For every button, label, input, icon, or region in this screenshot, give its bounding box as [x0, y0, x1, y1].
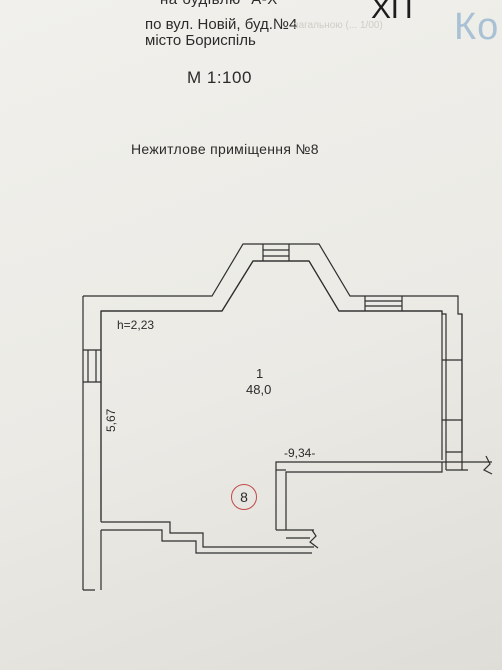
stamp-text: Ко [454, 6, 500, 48]
scale-label: М 1:100 [187, 68, 252, 87]
unit-number-badge: 8 [231, 484, 257, 510]
left-window [83, 349, 101, 383]
bottom-wall [101, 521, 314, 554]
address-street: по вул. Новій, буд.№4 [145, 16, 298, 33]
right-wall [441, 311, 463, 470]
break-line-bottom [309, 529, 319, 549]
ceiling-height-label: h=2,23 [117, 318, 155, 332]
bleed-through-text: ХП [371, 0, 413, 25]
header-cut-line: на будівлю "А-Х" [160, 0, 284, 8]
room-number: 1 [256, 366, 264, 381]
lower-partition [275, 461, 443, 530]
right-wall-window [442, 359, 462, 421]
right-window [364, 296, 403, 311]
inner-wall-top [101, 260, 442, 312]
break-line-right [442, 455, 493, 475]
outer-wall [83, 243, 463, 520]
address-city: місто Бориспіль [145, 32, 256, 49]
horizontal-dimension: -9,34- [284, 446, 316, 460]
plan-title: Нежитлове приміщення №8 [131, 141, 319, 157]
bay-window [262, 244, 290, 261]
left-lower-wall [83, 530, 102, 591]
vertical-dimension: 5,67 [104, 408, 118, 432]
room-area: 48,0 [246, 382, 272, 397]
stamp-small-text: загальною (... 1/00) [294, 20, 383, 31]
